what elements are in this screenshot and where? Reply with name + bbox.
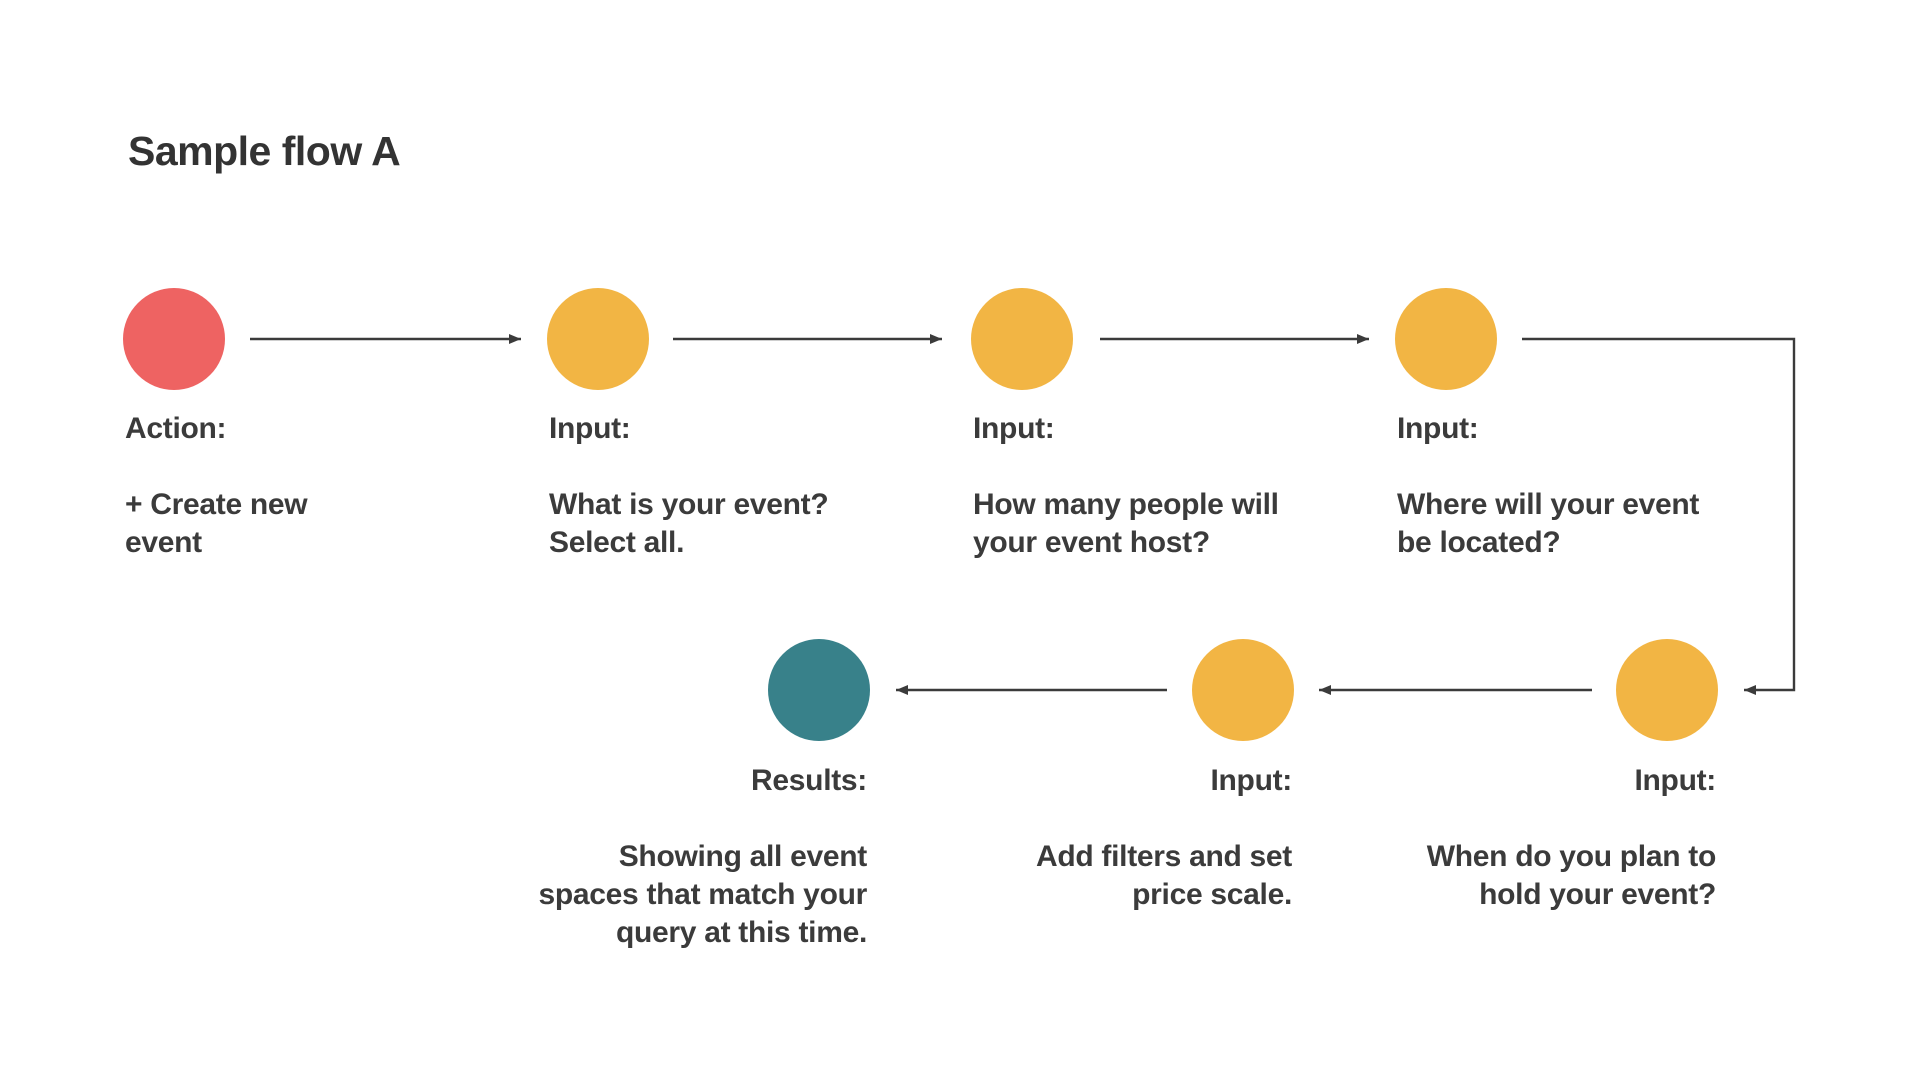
node-label: Input: [1210, 764, 1293, 797]
results-node-text: Results: Showing all event spaces that m… [522, 762, 867, 952]
action-node-text: Action: + Create new event [125, 410, 325, 562]
node-description: How many people will your event host? [973, 488, 1279, 559]
node-label: Input: [549, 412, 631, 445]
input-2-node-text: Input: How many people will your event h… [973, 410, 1303, 562]
node-description: Showing all event spaces that match your… [538, 840, 867, 949]
node-label: Input: [1634, 764, 1717, 797]
node-description: + Create new event [125, 488, 308, 559]
input-3-node-text: Input: Where will your event be located? [1397, 410, 1727, 562]
results-node-circle [768, 639, 870, 741]
input-1-node-circle [547, 288, 649, 390]
node-description: What is your event? Select all. [549, 488, 829, 559]
input-1-node-text: Input: What is your event? Select all. [549, 410, 849, 562]
elbow-connector-input3-to-input4 [1522, 337, 1796, 695]
node-label: Results: [751, 764, 867, 797]
node-label: Input: [973, 412, 1055, 445]
input-4-node-circle [1616, 639, 1718, 741]
page-title: Sample flow A [128, 128, 401, 174]
node-description: When do you plan to hold your event? [1426, 840, 1717, 911]
input-5-node-text: Input: Add filters and set price scale. [1002, 762, 1292, 914]
input-5-node-circle [1192, 639, 1294, 741]
input-4-node-text: Input: When do you plan to hold your eve… [1386, 762, 1717, 914]
input-3-node-circle [1395, 288, 1497, 390]
node-label: Input: [1397, 412, 1479, 445]
node-description: Where will your event be located? [1397, 488, 1700, 559]
action-node-circle [123, 288, 225, 390]
input-2-node-circle [971, 288, 1073, 390]
node-description: Add filters and set price scale. [1035, 840, 1292, 911]
node-label: Action: [125, 412, 227, 445]
